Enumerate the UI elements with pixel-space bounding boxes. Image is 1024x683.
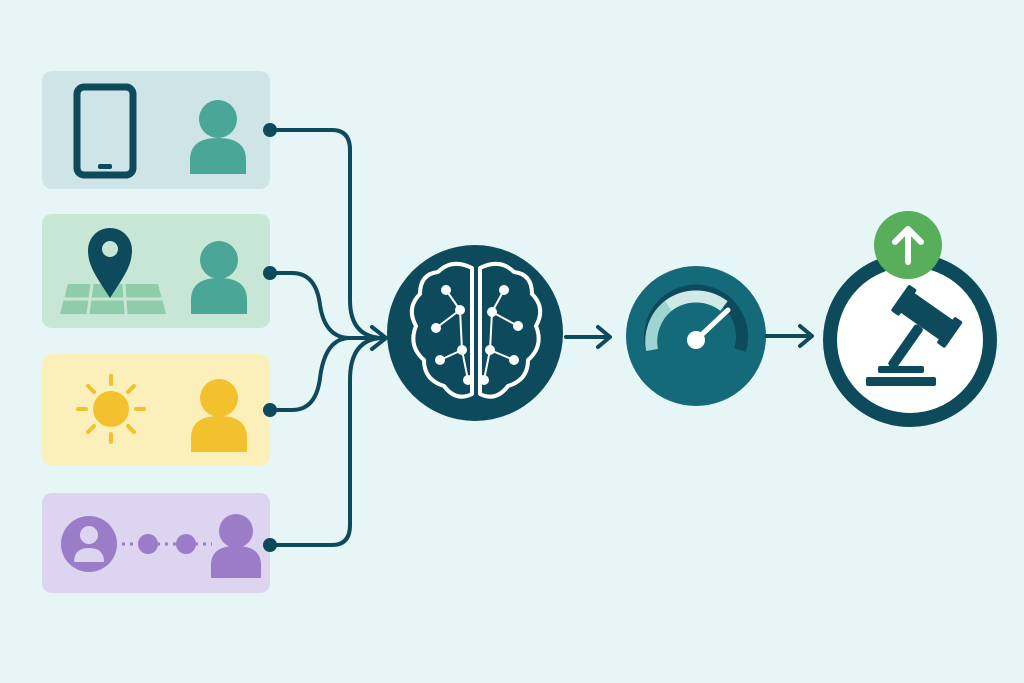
connector-dots xyxy=(263,123,277,552)
input-panel-location xyxy=(42,214,270,328)
input-panel-social xyxy=(42,493,270,593)
arrow-scoring-to-decision xyxy=(764,324,814,348)
sun-icon xyxy=(76,374,146,444)
user-connection-icon xyxy=(61,516,212,572)
smartphone-icon xyxy=(73,83,137,179)
connector-lines xyxy=(268,128,386,547)
person-icon xyxy=(211,514,261,578)
arrow-up-icon xyxy=(874,211,942,279)
person-icon xyxy=(190,100,246,174)
arrow-processing-to-scoring xyxy=(564,325,612,349)
speedometer-gauge-icon xyxy=(644,284,748,352)
arrow-head xyxy=(370,325,388,351)
person-icon xyxy=(191,241,247,314)
map-icon xyxy=(60,283,166,315)
brain-network-icon xyxy=(409,261,543,399)
map-pin-icon xyxy=(88,228,132,298)
input-panel-environment xyxy=(42,354,270,466)
person-icon xyxy=(191,379,247,452)
decision-node xyxy=(823,211,997,427)
scoring-node xyxy=(626,266,766,406)
processing-node xyxy=(387,245,563,421)
gavel-icon xyxy=(866,285,963,386)
input-panel-device xyxy=(42,71,270,189)
